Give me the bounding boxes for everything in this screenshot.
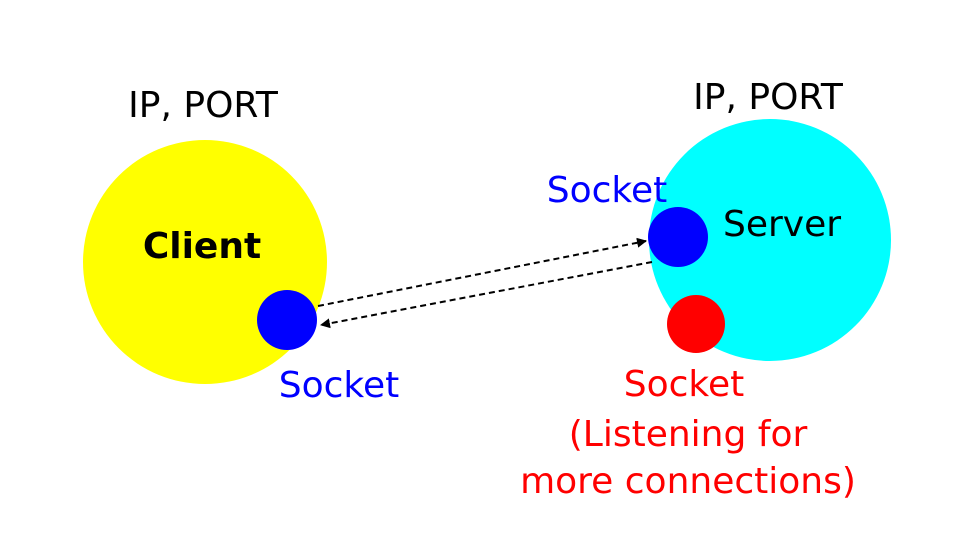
client-socket: Socket bbox=[257, 290, 399, 406]
request-arrow bbox=[317, 237, 647, 307]
server-listening-socket: Socket (Listening for more connections) bbox=[520, 295, 856, 502]
server-socket-label: Socket bbox=[547, 170, 668, 211]
listening-socket-label-line-2: (Listening for bbox=[569, 414, 808, 455]
listening-socket-label-line-3: more connections) bbox=[520, 461, 856, 502]
listening-socket-label-line-1: Socket bbox=[624, 364, 745, 405]
server-socket-circle bbox=[648, 207, 708, 267]
server-address-label: IP, PORT bbox=[693, 77, 844, 118]
connection-arrows bbox=[317, 237, 653, 329]
client-name: Client bbox=[143, 226, 261, 267]
client-socket-label: Socket bbox=[279, 365, 400, 406]
response-arrow bbox=[320, 261, 653, 329]
client-address-label: IP, PORT bbox=[128, 85, 279, 126]
client-socket-circle bbox=[257, 290, 317, 350]
server-socket: Socket bbox=[547, 170, 708, 267]
listening-socket-circle bbox=[667, 295, 725, 353]
server-name: Server bbox=[723, 204, 841, 245]
